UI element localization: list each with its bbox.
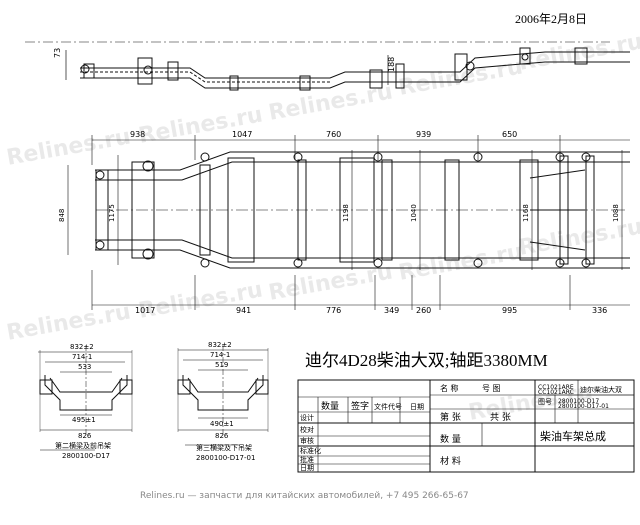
row-label: 校对 — [300, 425, 314, 434]
footer-note: Relines.ru — запчасти для китайских авто… — [140, 491, 469, 501]
dim-label: 939 — [416, 130, 431, 139]
drawing-title: 迪尔4D28柴油大双;轴距3380MM — [305, 351, 548, 370]
dim-label: 490±1 — [210, 420, 234, 428]
quantity-label: 数 量 — [440, 433, 461, 445]
watermark-text: Relines.ru — [137, 102, 265, 148]
section-note: 2800100-D17 — [62, 452, 110, 460]
dim-label: 1017 — [135, 306, 155, 315]
dim-label: 1168 — [522, 204, 530, 222]
dim-label: 519 — [215, 361, 228, 369]
dim-label: 826 — [215, 432, 229, 440]
title-block — [297, 379, 635, 473]
watermark-text: Relines.ru — [397, 239, 525, 285]
dim-label: 941 — [236, 306, 251, 315]
drawing-number: 2800100-D17-01 — [558, 403, 609, 410]
col-header: 文件代号 — [374, 402, 402, 411]
dim-label: 1088 — [612, 204, 620, 222]
section-note: 第三横梁及下吊架 — [196, 443, 252, 452]
code-description: 迪尔柴油大双 — [580, 385, 622, 394]
frame-plan-view — [67, 135, 630, 310]
dim-label: 1047 — [232, 130, 252, 139]
col-header: 日期 — [410, 403, 424, 411]
dim-label: 714-1 — [72, 353, 92, 361]
row-label: 日期 — [300, 464, 314, 472]
dim-label: 995 — [502, 306, 517, 315]
row-label: 设计 — [300, 413, 314, 422]
watermark-text: Relines.ru — [5, 299, 133, 345]
dim-label: 832±2 — [208, 341, 232, 349]
title-block-text: 数量 签字 文件代号 日期 设计 校对 审核 标准化 批准 日期 名 称 号 图… — [300, 383, 622, 472]
row-label: 标准化 — [300, 446, 321, 455]
plan-side-dimensions: 848 1175 1198 1040 1168 1088 — [58, 204, 620, 222]
drawing-date: 2006年2月8日 — [515, 12, 587, 26]
dim-label: 533 — [78, 363, 91, 371]
header-drawing: 号 图 — [482, 384, 501, 393]
cross-section-b — [177, 345, 269, 446]
col-header: 数量 — [321, 400, 339, 412]
dim-label: 832±2 — [70, 343, 94, 351]
dim-label: 260 — [416, 306, 431, 315]
sheet-total: 共 张 — [490, 412, 511, 423]
header-name: 名 称 — [440, 383, 459, 393]
material-label: 材 料 — [440, 455, 461, 467]
side-dim-mid: 188 — [387, 57, 396, 72]
watermark-text: Relines.ru — [137, 277, 265, 323]
dim-label: 1198 — [342, 204, 350, 222]
section-note: 第二横梁及前吊架 — [55, 441, 111, 450]
section-b-labels: 832±2 714-1 519 490±1 826 第三横梁及下吊架 28001… — [196, 341, 255, 462]
dim-label: 336 — [592, 306, 607, 315]
watermark-text: Relines.ru — [517, 214, 640, 260]
dim-label: 760 — [326, 130, 341, 139]
assembly-name: 柴油车架总成 — [540, 429, 606, 443]
cross-section-a — [38, 345, 133, 451]
vehicle-code: CC1021ARC — [538, 389, 574, 396]
dim-label: 1040 — [410, 204, 418, 222]
plan-bottom-dimensions: 1017 941 776 349 260 995 336 — [135, 306, 607, 315]
dim-label: 938 — [130, 130, 145, 139]
dim-label: 495±1 — [72, 416, 96, 424]
row-label: 批准 — [300, 455, 314, 464]
dim-label: 776 — [326, 306, 341, 315]
dim-label: 1175 — [108, 204, 116, 222]
row-label: 审核 — [300, 436, 314, 445]
dim-label: 650 — [502, 130, 517, 139]
plan-top-dimensions: 938 1047 760 939 650 — [130, 130, 517, 139]
col-header: 签字 — [351, 400, 369, 412]
dim-label: 714-1 — [210, 351, 230, 359]
frame-side-view — [25, 41, 630, 91]
dim-label: 349 — [384, 306, 399, 315]
vehicle-code: CC1021ARE — [538, 384, 574, 391]
watermark-text: Relines.ru — [397, 54, 525, 100]
dim-label: 848 — [58, 209, 66, 222]
watermark-text: Relines.ru — [267, 79, 395, 125]
side-dim-left: 73 — [53, 48, 62, 58]
watermark-text: Relines.ru — [5, 124, 133, 170]
section-note: 2800100-D17-01 — [196, 454, 255, 462]
section-a-labels: 832±2 714-1 533 495±1 826 第二横梁及前吊架 28001… — [55, 343, 111, 460]
drawing-number: 2800100-D17 — [558, 398, 599, 405]
drawing-number-label: 图号 — [538, 398, 552, 406]
dim-label: 826 — [78, 432, 92, 440]
sheet-number: 第 张 — [440, 411, 461, 423]
